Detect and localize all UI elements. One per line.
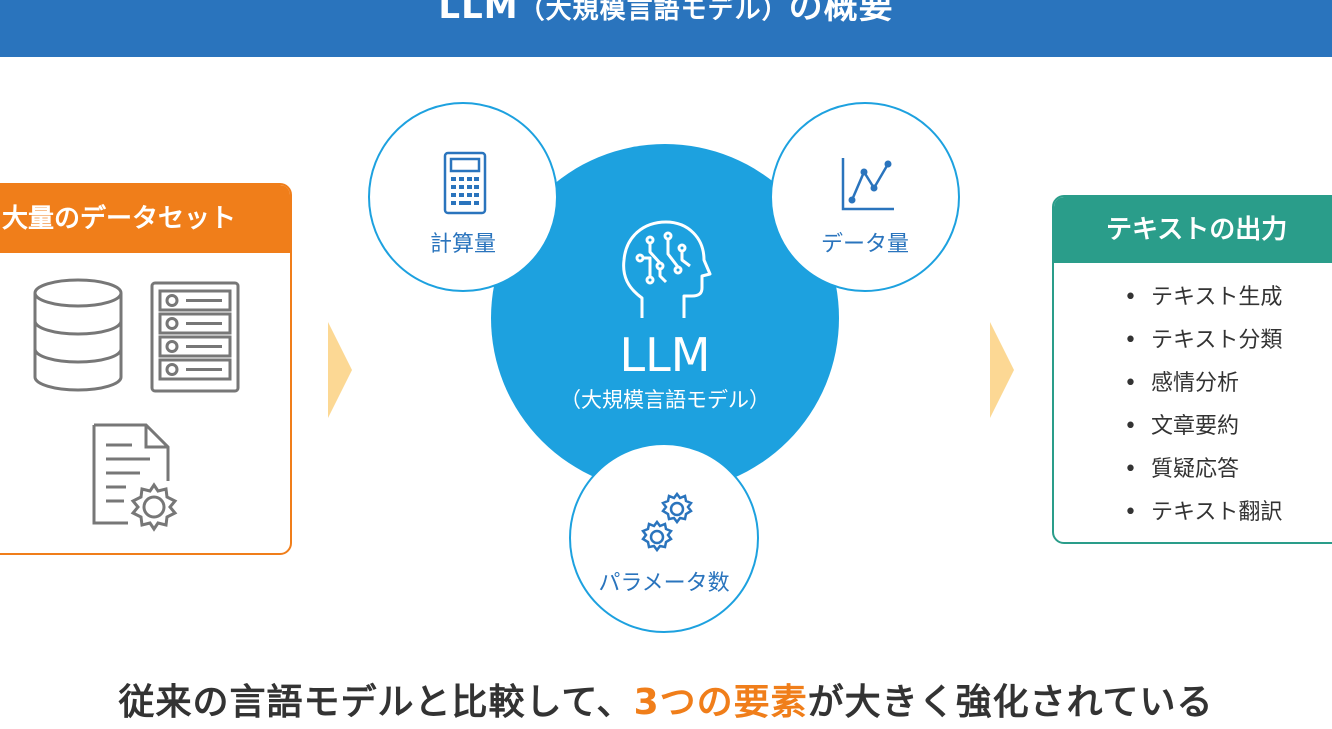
gears-icon bbox=[641, 491, 693, 553]
server-icon bbox=[150, 281, 240, 393]
output-list: テキスト生成 テキスト分類 感情分析 文章要約 質疑応答 テキスト翻訳 bbox=[1124, 283, 1282, 541]
footer-before: 従来の言語モデルと比較して、 bbox=[118, 682, 634, 723]
output-panel: テキストの出力 テキスト生成 テキスト分類 感情分析 文章要約 質疑応答 テキス… bbox=[1052, 195, 1332, 544]
data-label: データ量 bbox=[820, 232, 909, 257]
output-title: テキストの出力 bbox=[1054, 197, 1332, 263]
ai-head-icon bbox=[622, 220, 712, 318]
arrow-to-llm bbox=[328, 322, 352, 418]
dataset-icons bbox=[0, 253, 290, 553]
compute-label: 計算量 bbox=[429, 232, 496, 257]
footer-after: が大きく強化されている bbox=[807, 682, 1214, 723]
page-title: LLM（大規模言語モデル）の概要 bbox=[0, 0, 1332, 49]
llm-sublabel: （大規模言語モデル） bbox=[560, 388, 770, 412]
footer-accent: 3つの要素 bbox=[633, 682, 808, 723]
header-bar bbox=[0, 0, 1332, 57]
arrow-to-output bbox=[990, 322, 1014, 418]
dataset-title: 大量のデータセット bbox=[0, 185, 290, 253]
calculator-icon bbox=[443, 151, 487, 215]
list-item: テキスト分類 bbox=[1124, 326, 1282, 369]
title-paren: （大規模言語モデル） bbox=[518, 0, 789, 25]
list-item: 文章要約 bbox=[1124, 412, 1282, 455]
list-item: 質疑応答 bbox=[1124, 455, 1282, 498]
title-tail: の概要 bbox=[788, 0, 894, 27]
title-main: LLM bbox=[438, 0, 519, 27]
llm-label: LLM bbox=[619, 328, 711, 382]
list-item: テキスト生成 bbox=[1124, 283, 1282, 326]
document-gear-icon bbox=[92, 423, 178, 532]
footer-caption: 従来の言語モデルと比較して、3つの要素が大きく強化されている bbox=[0, 673, 1332, 725]
params-label: パラメータ数 bbox=[598, 571, 730, 596]
dataset-panel: 大量のデータセット bbox=[0, 183, 292, 555]
database-icon bbox=[33, 278, 123, 392]
line-chart-icon bbox=[841, 158, 894, 211]
compute-circle: 計算量 bbox=[368, 102, 558, 292]
list-item: 感情分析 bbox=[1124, 369, 1282, 412]
params-circle: パラメータ数 bbox=[569, 443, 759, 633]
data-circle: データ量 bbox=[770, 102, 960, 292]
list-item: テキスト翻訳 bbox=[1124, 498, 1282, 541]
